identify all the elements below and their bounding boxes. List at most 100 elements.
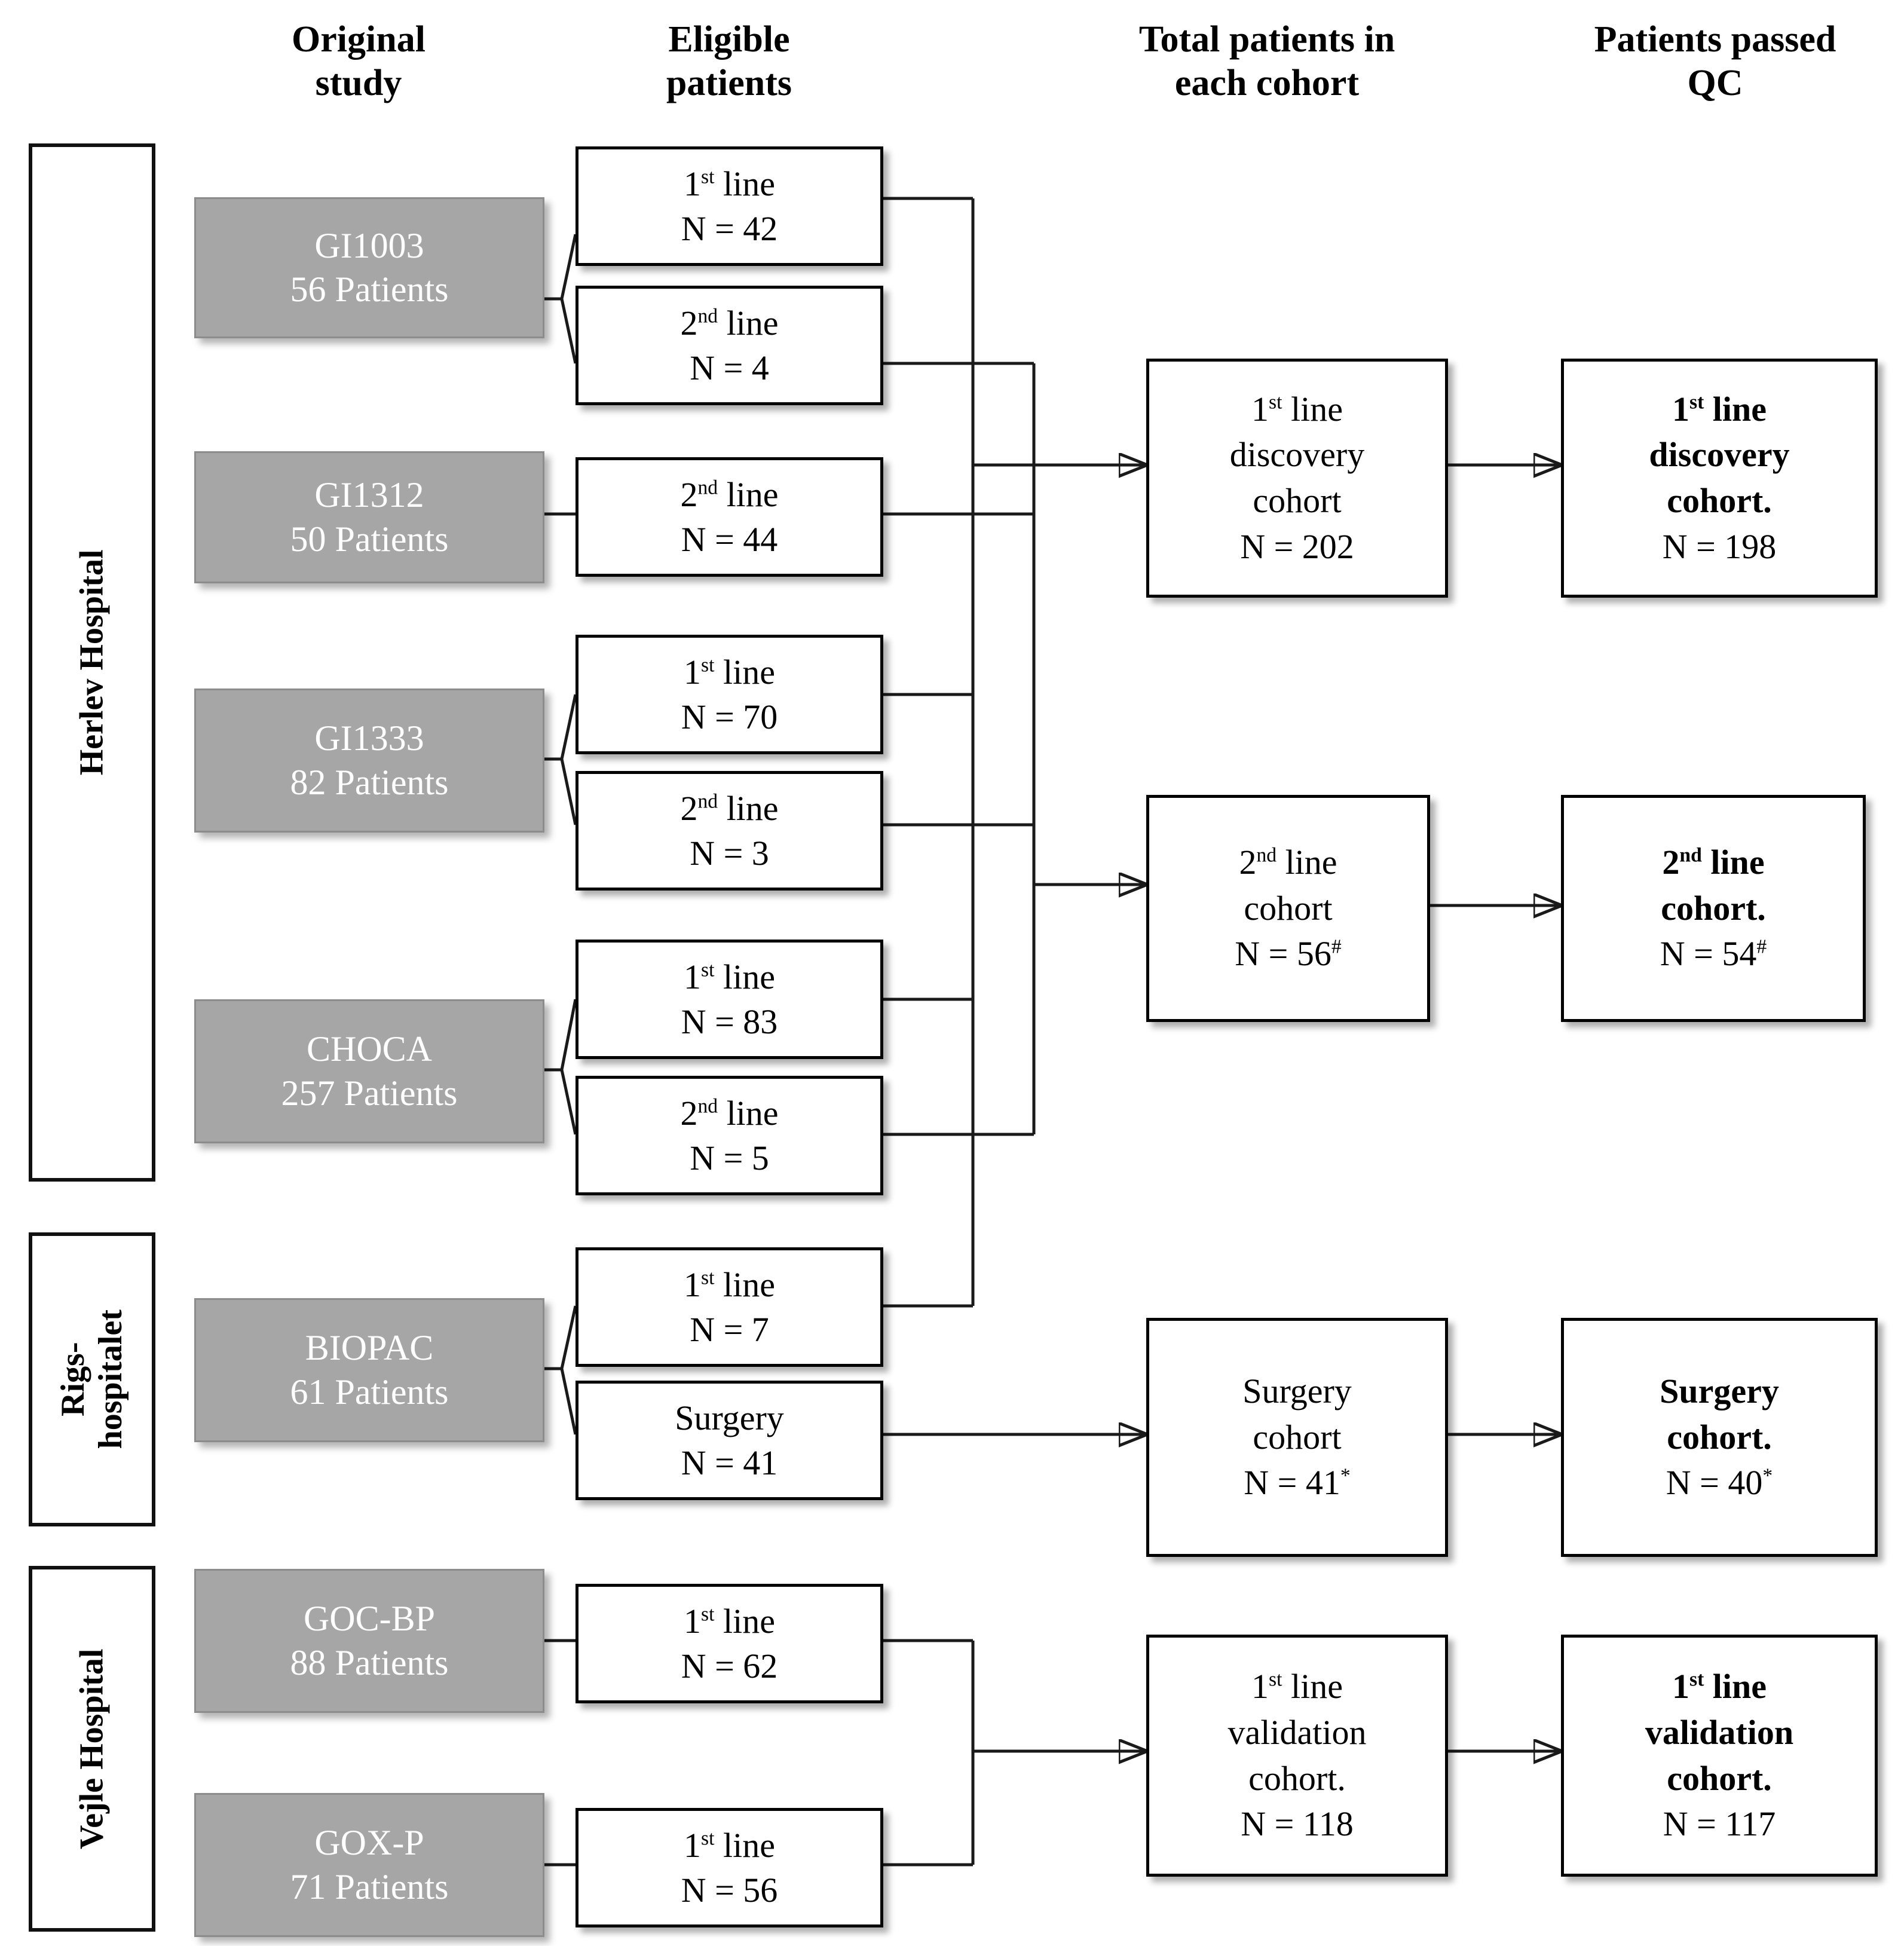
- eligible-box-gi1003-1st[interactable]: 1st line N = 42: [576, 146, 883, 266]
- ordinal: 1: [684, 957, 702, 996]
- study-patients: 71 Patients: [290, 1867, 449, 1907]
- eligible-count: N = 56: [681, 1871, 778, 1910]
- ordinal: 1: [684, 164, 702, 203]
- header-line: Total patients in: [1138, 19, 1395, 60]
- count-value: N = 118: [1241, 1804, 1354, 1844]
- qc-line-1: 1st line: [1672, 387, 1767, 433]
- study-name: GOC-BP: [303, 1599, 436, 1639]
- count-footnote: #: [1756, 935, 1767, 958]
- eligible-line-label: 1st line: [684, 1823, 775, 1868]
- link-choca-1st: [541, 999, 577, 1072]
- link-biopac-surgery: [541, 1367, 577, 1435]
- eligible-count: N = 70: [681, 697, 778, 736]
- hospital-label-line: Rigs-: [54, 1342, 92, 1417]
- cohort-line-3: cohort: [1244, 888, 1333, 928]
- ordinal: 1: [1251, 389, 1269, 429]
- qc-line-3: cohort.: [1667, 481, 1772, 520]
- study-box-choca[interactable]: CHOCA 257 Patients: [194, 999, 544, 1143]
- cohort-count: N = 202: [1240, 524, 1354, 570]
- qc-line-1: 1st line: [1672, 1664, 1767, 1710]
- eligible-line-label: 2nd line: [680, 1091, 778, 1136]
- header-line: Original: [292, 19, 426, 60]
- cohort-box-validation-total[interactable]: 1st line validation cohort. N = 118: [1146, 1635, 1448, 1877]
- qc-box-validation[interactable]: 1st line validation cohort. N = 117: [1561, 1635, 1878, 1877]
- study-patients: 257 Patients: [281, 1073, 458, 1113]
- ordinal-suffix: st: [701, 959, 715, 981]
- eligible-box-gi1333-1st[interactable]: 1st line N = 70: [576, 635, 883, 754]
- eligible-count: N = 62: [681, 1647, 778, 1685]
- eligible-box-gi1003-2nd[interactable]: 2nd line N = 4: [576, 286, 883, 405]
- ordinal: 2: [1239, 843, 1257, 882]
- eligible-line-label: 1st line: [684, 161, 775, 206]
- qc-line-3: cohort.: [1667, 1758, 1772, 1798]
- qc-box-surgery[interactable]: Surgery cohort. N = 40*: [1561, 1318, 1878, 1557]
- hospital-label-vejle: Vejle Hospital: [73, 1648, 111, 1849]
- link-gi1003-1st: [541, 234, 577, 301]
- ordinal-suffix: st: [701, 166, 715, 188]
- line-word: line: [726, 1093, 779, 1133]
- hospital-label-line: hospitalet: [92, 1309, 130, 1449]
- count-value: N = 117: [1663, 1804, 1776, 1844]
- eligible-box-gi1312-2nd[interactable]: 2nd line N = 44: [576, 457, 883, 577]
- eligible-count: N = 5: [690, 1139, 769, 1177]
- eligible-box-choca-2nd[interactable]: 2nd line N = 5: [576, 1076, 883, 1195]
- line-word: line: [726, 303, 779, 342]
- link-biopac-1st: [541, 1305, 577, 1370]
- ordinal-suffix: st: [1269, 1669, 1282, 1691]
- eligible-box-choca-1st[interactable]: 1st line N = 83: [576, 940, 883, 1059]
- study-box-gi1333[interactable]: GI1333 82 Patients: [194, 689, 544, 833]
- qc-count: N = 198: [1663, 524, 1777, 570]
- study-patients: 50 Patients: [290, 519, 449, 559]
- study-box-gox-p[interactable]: GOX-P 71 Patients: [194, 1793, 544, 1937]
- ordinal: 1: [1672, 389, 1689, 429]
- qc-line-1: 2nd line: [1662, 840, 1764, 886]
- qc-line-3: cohort.: [1667, 1417, 1772, 1457]
- cohort-box-secondline-total[interactable]: 2nd line cohort N = 56#: [1146, 795, 1430, 1022]
- eligible-count: N = 41: [681, 1443, 778, 1482]
- eligible-line-label: 1st line: [684, 954, 775, 999]
- column-header-original-study: Original study: [191, 18, 526, 105]
- ordinal: 1: [684, 1601, 702, 1641]
- qc-box-secondline[interactable]: 2nd line cohort. N = 54#: [1561, 795, 1866, 1022]
- eligible-box-gi1333-2nd[interactable]: 2nd line N = 3: [576, 771, 883, 891]
- eligible-line-label: 2nd line: [680, 472, 778, 517]
- study-name: GOX-P: [314, 1823, 424, 1863]
- line-word: line: [723, 164, 775, 203]
- ordinal: 2: [680, 788, 698, 828]
- hospital-bracket-vejle: Vejle Hospital: [29, 1566, 155, 1932]
- eligible-count: N = 3: [690, 834, 769, 873]
- cohort-line-3: cohort.: [1248, 1758, 1346, 1798]
- eligible-box-goxp-1st[interactable]: 1st line N = 56: [576, 1808, 883, 1927]
- line-word: line: [723, 652, 775, 691]
- study-box-goc-bp[interactable]: GOC-BP 88 Patients: [194, 1569, 544, 1713]
- eligible-line-label: 1st line: [684, 650, 775, 694]
- qc-count: N = 40*: [1666, 1460, 1773, 1506]
- ordinal-suffix: st: [1689, 391, 1704, 414]
- cohort-count: N = 56#: [1235, 931, 1341, 977]
- header-line: Patients passed: [1594, 19, 1836, 60]
- ordinal: 2: [1662, 843, 1680, 882]
- eligible-box-gocbp-1st[interactable]: 1st line N = 62: [576, 1584, 883, 1703]
- eligible-box-biopac-surgery[interactable]: Surgery N = 41: [576, 1381, 883, 1500]
- ordinal: 1: [1672, 1667, 1689, 1706]
- study-box-biopac[interactable]: BIOPAC 61 Patients: [194, 1298, 544, 1442]
- cohort-box-discovery-total[interactable]: 1st line discovery cohort N = 202: [1146, 359, 1448, 598]
- header-line: Eligible: [668, 19, 790, 60]
- study-box-gi1003[interactable]: GI1003 56 Patients: [194, 197, 544, 338]
- study-patients: 56 Patients: [290, 270, 449, 309]
- link-choca-2nd: [541, 1068, 577, 1135]
- qc-line-1: Surgery: [1660, 1372, 1779, 1411]
- cohort-box-surgery-total[interactable]: Surgery cohort N = 41*: [1146, 1318, 1448, 1557]
- ordinal: 1: [684, 1265, 702, 1304]
- line-word: line: [726, 475, 779, 514]
- study-patients: 88 Patients: [290, 1642, 449, 1682]
- hospital-label-rigshospitalet: Rigs- hospitalet: [54, 1309, 129, 1449]
- hospital-label-herlev: Herlev Hospital: [73, 549, 111, 776]
- eligible-box-biopac-1st[interactable]: 1st line N = 7: [576, 1247, 883, 1367]
- qc-line-2: validation: [1645, 1712, 1794, 1752]
- study-name: CHOCA: [306, 1029, 433, 1069]
- study-box-gi1312[interactable]: GI1312 50 Patients: [194, 451, 544, 583]
- qc-box-discovery[interactable]: 1st line discovery cohort. N = 198: [1561, 359, 1878, 598]
- line-word: line: [1712, 389, 1767, 429]
